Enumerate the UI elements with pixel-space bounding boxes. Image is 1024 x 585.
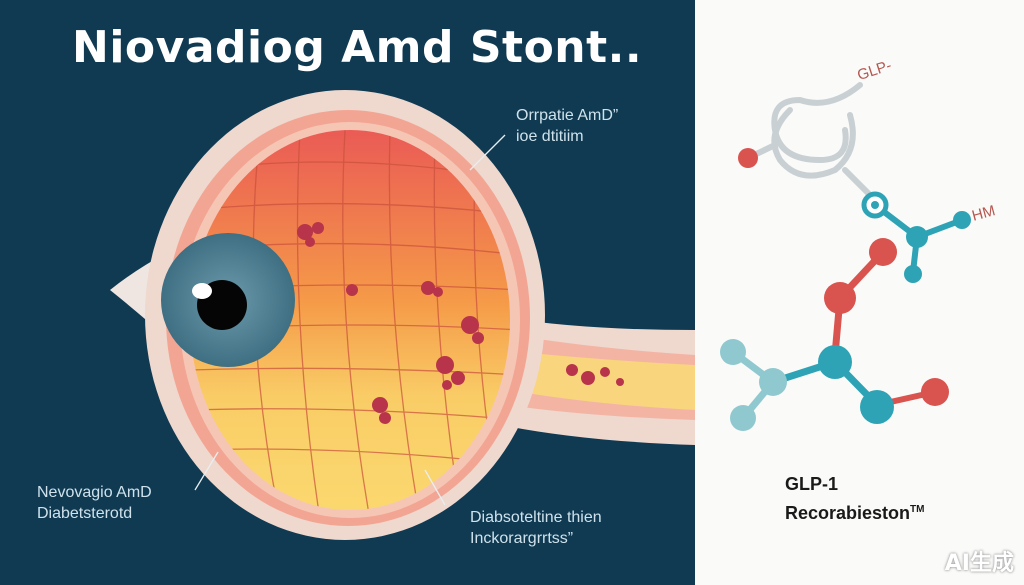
label-top-right: Orrpatie AmD” ioe dtitiim <box>516 107 619 145</box>
label-bottom-left: Nevovagio AmD Diabetsterotd <box>37 484 152 522</box>
label-bottom-center: Diabsoteltine thien Inckorargrrtss” <box>470 509 602 547</box>
retina <box>190 130 510 510</box>
eye-cross-section-illustration <box>110 90 695 540</box>
page-title: Niovadiog Amd Stont.. <box>72 22 643 73</box>
illustration-panel: Niovadiog Amd Stont.. Orrpatie AmD” ioe … <box>0 0 695 585</box>
highlight <box>192 283 212 299</box>
retinal-lesions <box>297 222 624 424</box>
ai-generated-watermark: AI生成 <box>944 551 1014 576</box>
product-name: GLP-1 RecorabiestonTM <box>785 474 925 523</box>
